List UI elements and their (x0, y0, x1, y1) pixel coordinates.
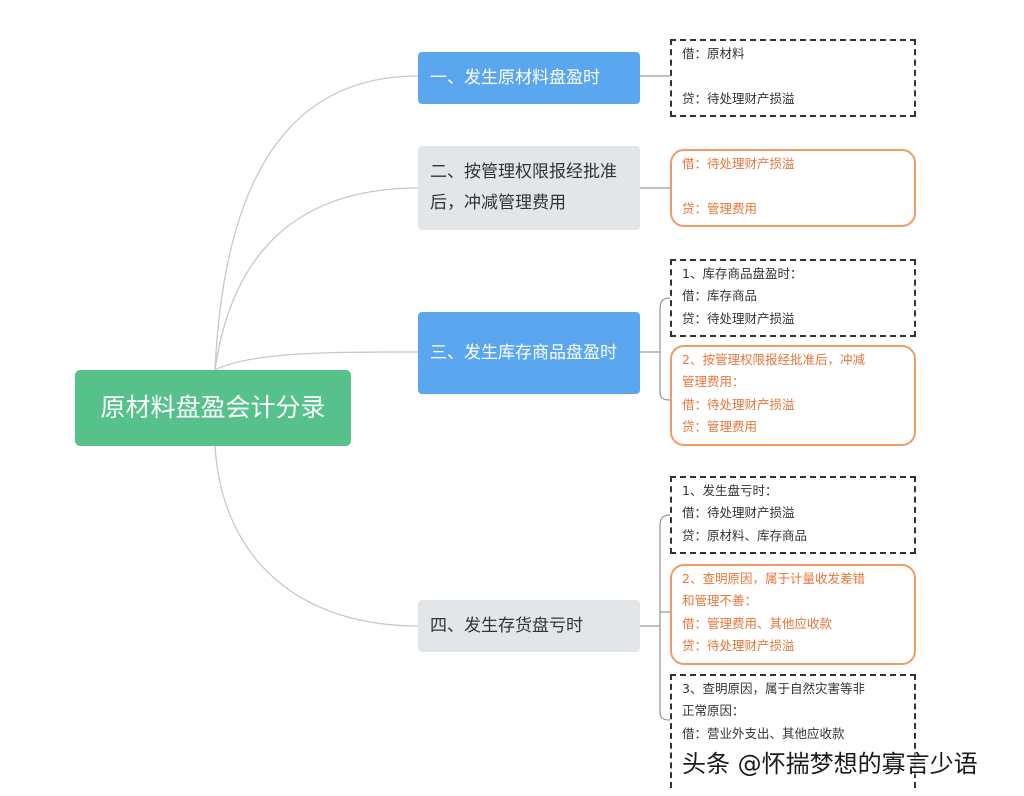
note-branch4-natural-disaster[interactable]: 3、查明原因，属于自然灾害等非 正常原因： 借：营业外支出、其他应收款 (670, 674, 916, 788)
note-branch4-management-error[interactable]: 2、查明原因，属于计量收发差错 和管理不善： 借：管理费用、其他应收款 贷：待处… (670, 564, 916, 665)
branch-label: 四、发生存货盘亏时 (430, 616, 583, 636)
note-line: 和管理不善： (682, 593, 758, 609)
note-line: 1、发生盘亏时： (682, 483, 778, 498)
branch-inventory-shortage[interactable]: 四、发生存货盘亏时 (418, 600, 640, 652)
note-line: 借：待处理财产损溢 (682, 396, 795, 412)
branch-raw-material-surplus[interactable]: 一、发生原材料盘盈时 (418, 52, 640, 104)
note-branch3-approval-entry[interactable]: 2、按管理权限报经批准后，冲减 管理费用： 借：待处理财产损溢 贷：管理费用 (670, 345, 916, 446)
note-spacer (682, 65, 904, 87)
note-line: 2、查明原因，属于计量收发差错 (682, 571, 865, 586)
note-line: 借：待处理财产损溢 (682, 505, 795, 521)
note-line: 3、查明原因，属于自然灾害等非 (682, 681, 865, 696)
note-line: 正常原因： (682, 703, 745, 719)
connector-root-branch4 (214, 445, 419, 627)
note-line: 2、按管理权限报经批准后，冲减 (682, 352, 865, 367)
note-line: 贷：待处理财产损溢 (682, 310, 795, 326)
branch-label: 一、发生原材料盘盈时 (430, 68, 600, 88)
note-line: 借：原材料 (682, 46, 745, 61)
note-line: 贷：待处理财产损溢 (682, 638, 795, 654)
note-line: 贷：管理费用 (682, 200, 758, 216)
note-branch4-shortage-entry[interactable]: 1、发生盘亏时： 借：待处理财产损溢 贷：原材料、库存商品 (670, 476, 916, 554)
note-line: 1、库存商品盘盈时： (682, 266, 803, 281)
branch-inventory-goods-surplus[interactable]: 三、发生库存商品盘盈时 (418, 312, 640, 394)
root-label: 原材料盘盈会计分录 (100, 393, 326, 422)
note-branch3-surplus-entry[interactable]: 1、库存商品盘盈时： 借：库存商品 贷：待处理财产损溢 (670, 259, 916, 337)
note-spacer (682, 175, 904, 197)
branch-label: 三、发生库存商品盘盈时 (430, 342, 617, 363)
note-branch2[interactable]: 借：待处理财产损溢 贷：管理费用 (670, 149, 916, 227)
note-line: 借：管理费用、其他应收款 (682, 615, 833, 631)
note-branch1[interactable]: 借：原材料 贷：待处理财产损溢 (670, 39, 916, 117)
note-line: 管理费用： (682, 374, 745, 390)
branch-offset-management-expense[interactable]: 二、按管理权限报经批准后，冲减管理费用 (418, 146, 640, 230)
note-line: 借：营业外支出、其他应收款 (682, 725, 845, 741)
note-line: 借：待处理财产损溢 (682, 156, 795, 171)
connector-root-branch2 (214, 187, 419, 371)
branch-label: 二、按管理权限报经批准后，冲减管理费用 (430, 162, 617, 213)
connector-branch4-bracket (640, 514, 671, 721)
note-line: 贷：管理费用 (682, 419, 758, 435)
note-line: 贷：待处理财产损溢 (682, 90, 795, 106)
note-line: 贷：原材料、库存商品 (682, 527, 808, 543)
connector-branch3-bracket (640, 297, 671, 401)
watermark: 头条 @怀揣梦想的寡言少语 (682, 750, 978, 778)
connector-root-branch3 (214, 351, 419, 371)
root-node[interactable]: 原材料盘盈会计分录 (75, 370, 351, 446)
note-line: 借：库存商品 (682, 288, 758, 304)
connector-root-branch1 (214, 75, 419, 371)
